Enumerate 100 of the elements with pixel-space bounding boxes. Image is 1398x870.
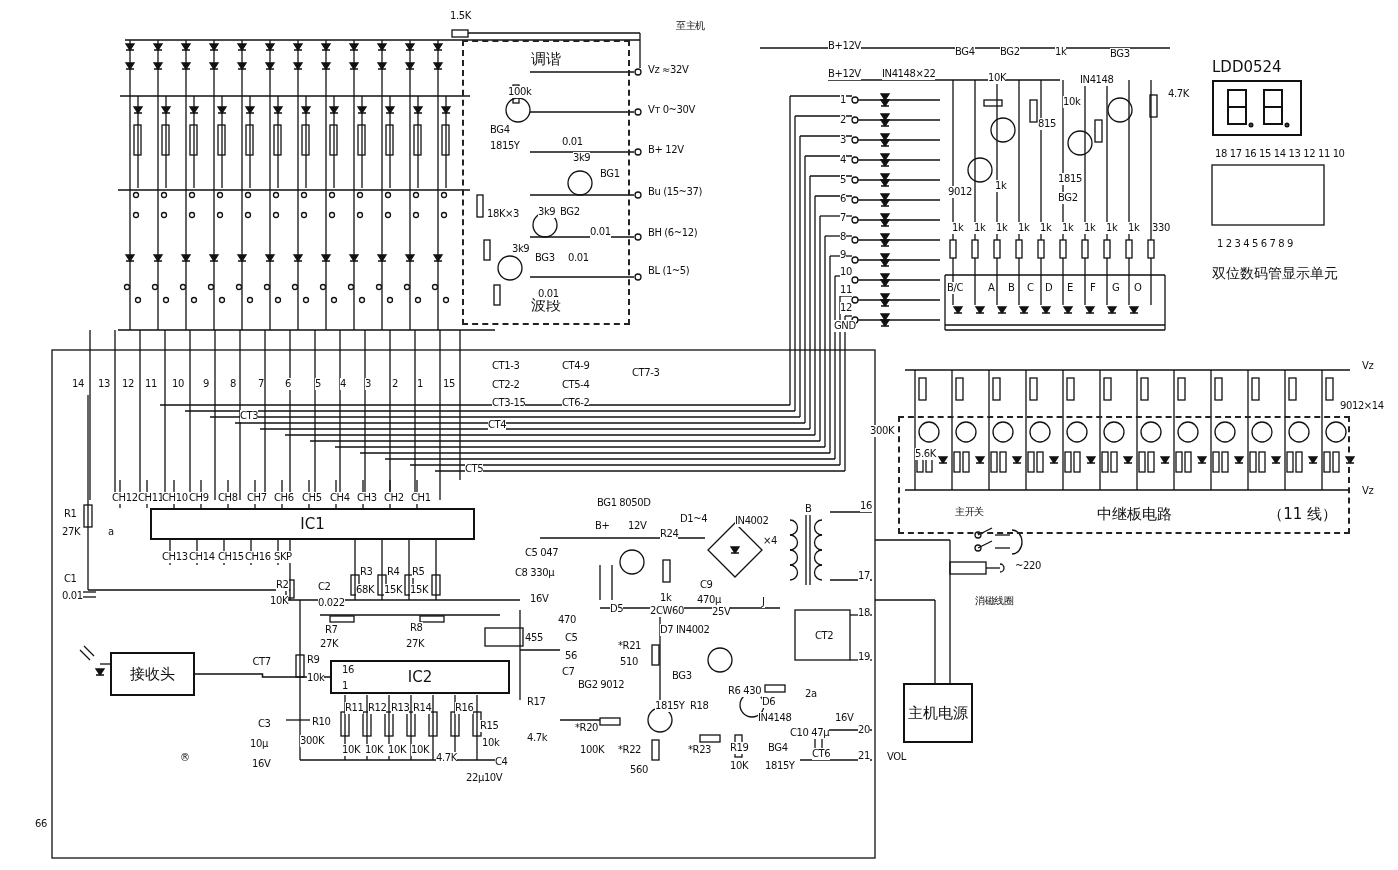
box-label: 主机电源 xyxy=(908,703,968,723)
circuit-label: CT2 xyxy=(815,630,834,642)
circuit-label: 1k xyxy=(1084,222,1096,234)
circuit-label: 2 xyxy=(392,378,398,390)
circuit-label: 1815Y xyxy=(655,700,685,712)
circuit-label: 16V xyxy=(530,593,549,605)
circuit-label: 0.01 xyxy=(568,252,589,264)
circuit-label: 470 xyxy=(558,614,576,626)
circuit-label: 18 xyxy=(858,607,870,619)
box-label: LDD0524 xyxy=(1212,58,1282,76)
circuit-label: 4.7K xyxy=(1168,88,1189,100)
circuit-label: 6 xyxy=(285,378,291,390)
circuit-label: *R22 xyxy=(618,744,642,756)
circuit-label: 1k xyxy=(996,222,1008,234)
circuit-label: D7 IN4002 xyxy=(660,624,710,636)
circuit-label: R5 xyxy=(412,566,425,578)
circuit-label: 11 xyxy=(840,284,852,296)
circuit-label: BG4 xyxy=(490,124,510,136)
circuit-label: 1k xyxy=(1040,222,1052,234)
circuit-label: VOL xyxy=(887,751,906,763)
circuit-label: 8 xyxy=(230,378,236,390)
circuit-label: R15 xyxy=(480,720,499,732)
power-supply-box xyxy=(903,683,973,743)
circuit-label: 470μ xyxy=(697,594,721,606)
circuit-label: CT6 xyxy=(812,748,831,760)
circuit-label: 12V xyxy=(628,520,647,532)
circuit-label: 1k xyxy=(1055,46,1067,58)
box-label: 接收头 xyxy=(130,664,175,684)
box-label: IC2 xyxy=(407,668,433,686)
circuit-label: 1k xyxy=(974,222,986,234)
circuit-label: 66 xyxy=(35,818,47,830)
circuit-label: R17 xyxy=(527,696,546,708)
circuit-label: CH1 xyxy=(411,492,431,504)
circuit-label: ×4 xyxy=(763,535,777,547)
circuit-label: 1.5K xyxy=(450,10,471,22)
circuit-label: 5 xyxy=(315,378,321,390)
circuit-label: C7 xyxy=(562,666,575,678)
circuit-label: *R21 xyxy=(618,640,642,652)
circuit-label: 300K xyxy=(870,425,895,437)
circuit-label: IN4002 xyxy=(735,515,769,527)
circuit-label: 4.7K xyxy=(436,752,457,764)
circuit-label: R4 xyxy=(387,566,400,578)
circuit-label: 1k xyxy=(952,222,964,234)
circuit-label: 10K xyxy=(730,760,749,772)
circuit-label: D1~4 xyxy=(680,513,708,525)
circuit-label: D5 xyxy=(610,603,624,615)
circuit-label: 19 xyxy=(858,651,870,663)
circuit-label: B+ xyxy=(595,520,610,532)
circuit-label: C5 047 xyxy=(525,547,559,559)
circuit-label: F xyxy=(1090,282,1096,294)
circuit-label: 22μ10V xyxy=(466,772,503,784)
circuit-label: B xyxy=(805,503,812,515)
circuit-label: BG4 xyxy=(768,742,788,754)
circuit-label: 1 2 3 4 5 6 7 8 9 xyxy=(1217,238,1293,250)
circuit-label: 16V xyxy=(252,758,271,770)
circuit-label: 10K xyxy=(388,744,407,756)
circuit-label: ~220 xyxy=(1015,560,1041,572)
circuit-label: 815 xyxy=(1038,118,1056,130)
circuit-label: CH16 xyxy=(245,551,271,563)
circuit-label: 10K xyxy=(342,744,361,756)
cable-line xyxy=(194,673,331,678)
circuit-label: 8 xyxy=(840,231,846,243)
circuit-label: IN4148×22 xyxy=(882,68,936,80)
circuit-label: *R23 xyxy=(688,744,712,756)
circuit-label: J xyxy=(762,596,765,608)
circuit-label: C2 xyxy=(318,581,331,593)
circuit-label: 27K xyxy=(62,526,81,538)
circuit-label: BG1 xyxy=(600,168,620,180)
circuit-label: CH9 xyxy=(189,492,209,504)
circuit-label: 560 xyxy=(630,764,648,776)
ic-chip xyxy=(330,660,510,694)
circuit-label: 1 xyxy=(342,680,348,692)
circuit-label: 9012 xyxy=(948,186,972,198)
circuit-label: SKP xyxy=(274,551,292,563)
circuit-label: C8 330μ xyxy=(515,567,555,579)
circuit-label: A xyxy=(988,282,995,294)
circuit-label: C4 xyxy=(495,756,508,768)
circuit-label: 9012×14 xyxy=(1340,400,1384,412)
circuit-label: D xyxy=(1045,282,1053,294)
circuit-label: R16 xyxy=(455,702,474,714)
circuit-label: 18 17 16 15 14 13 12 11 10 xyxy=(1215,148,1345,160)
circuit-label: 16V xyxy=(835,712,854,724)
circuit-label: B+12V xyxy=(828,40,861,52)
circuit-label: CH8 xyxy=(218,492,238,504)
circuit-label: 双位数码管显示单元 xyxy=(1212,265,1338,281)
circuit-label: 10K xyxy=(270,595,289,607)
circuit-label: 21 xyxy=(858,750,870,762)
circuit-label: 0.01 xyxy=(62,590,83,602)
circuit-label: R18 xyxy=(690,700,709,712)
circuit-label: CT3-15 xyxy=(492,397,526,409)
circuit-label: G xyxy=(1112,282,1120,294)
circuit-label: 10k xyxy=(307,672,325,684)
circuit-label: 0.01 xyxy=(562,136,583,148)
circuit-label: BG3 xyxy=(672,670,692,682)
circuit-label: CH7 xyxy=(247,492,267,504)
circuit-label: 25V xyxy=(712,606,731,618)
circuit-label: 6 xyxy=(840,193,846,205)
circuit-label: BG2 9012 xyxy=(578,679,625,691)
circuit-label: 3k9 xyxy=(538,206,556,218)
circuit-label: *R20 xyxy=(575,722,599,734)
